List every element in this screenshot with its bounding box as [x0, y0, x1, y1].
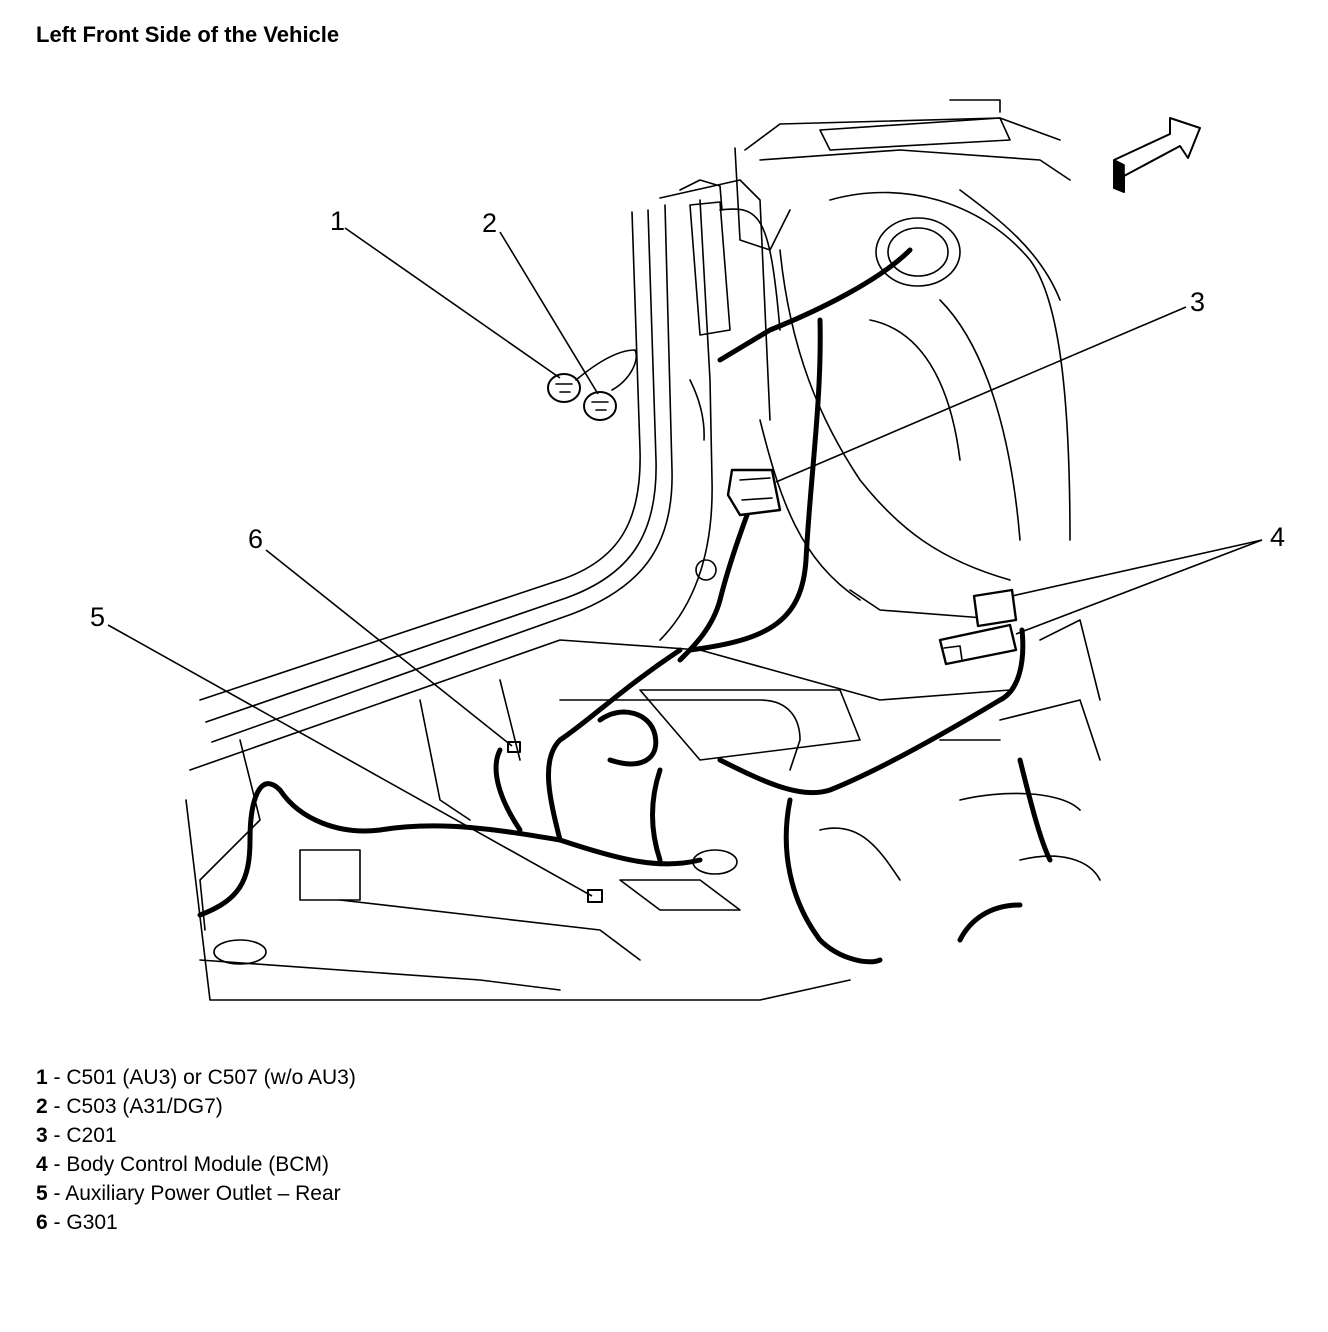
legend-separator: -	[47, 1124, 67, 1147]
legend-separator: -	[47, 1211, 67, 1234]
legend-separator: -	[47, 1153, 67, 1176]
legend-item: 6 - G301	[36, 1208, 356, 1237]
leader-line-1	[344, 227, 561, 379]
legend-item: 1 - C501 (AU3) or C507 (w/o AU3)	[36, 1063, 356, 1092]
callout-5: 5	[90, 602, 105, 632]
leader-line-4b	[1015, 539, 1263, 635]
legend-number: 5	[36, 1182, 48, 1205]
callout-1: 1	[330, 206, 345, 236]
callout-4: 4	[1270, 522, 1285, 552]
legend-number: 2	[36, 1095, 48, 1118]
leader-line-6	[265, 549, 513, 747]
callout-6: 6	[248, 524, 263, 554]
callout-2: 2	[482, 208, 497, 238]
legend-item: 2 - C503 (A31/DG7)	[36, 1092, 356, 1121]
legend-text: Auxiliary Power Outlet – Rear	[65, 1182, 341, 1205]
connector-c201	[726, 468, 782, 517]
ground-g301	[507, 741, 521, 753]
legend-separator: -	[47, 1182, 66, 1205]
leader-line-5	[107, 624, 593, 897]
legend-text: Body Control Module (BCM)	[66, 1153, 329, 1176]
connector-c501	[547, 349, 637, 403]
legend-text: G301	[66, 1211, 118, 1234]
legend-separator: -	[47, 1066, 67, 1089]
legend-text: C201	[66, 1124, 117, 1147]
legend-item: 5 - Auxiliary Power Outlet – Rear	[36, 1179, 356, 1208]
legend: 1 - C501 (AU3) or C507 (w/o AU3) 2 - C50…	[36, 1063, 356, 1237]
callout-3: 3	[1190, 287, 1205, 317]
legend-number: 6	[36, 1211, 48, 1234]
power-outlet-connector	[587, 889, 603, 903]
inner-panel	[689, 189, 1071, 621]
legend-item: 3 - C201	[36, 1121, 356, 1150]
leader-lines	[107, 227, 1263, 897]
a-pillar	[199, 99, 1071, 743]
legend-number: 4	[36, 1153, 48, 1176]
leader-line-2	[499, 231, 599, 395]
page-title: Left Front Side of the Vehicle	[36, 22, 340, 47]
vehicle-diagram: 1 2 3 4 5 6	[90, 99, 1285, 1001]
legend-number: 1	[36, 1066, 48, 1089]
legend-text: C503 (A31/DG7)	[66, 1095, 223, 1118]
connector-c503	[583, 391, 617, 421]
forward-arrow-icon	[1113, 117, 1201, 193]
wiring-harness	[197, 247, 1053, 965]
legend-number: 3	[36, 1124, 48, 1147]
body-control-module	[938, 588, 1018, 666]
legend-text: C501 (AU3) or C507 (w/o AU3)	[66, 1066, 356, 1089]
leader-line-3	[775, 306, 1187, 483]
legend-separator: -	[47, 1095, 67, 1118]
legend-item: 4 - Body Control Module (BCM)	[36, 1150, 356, 1179]
leader-line-4a	[1011, 539, 1263, 597]
